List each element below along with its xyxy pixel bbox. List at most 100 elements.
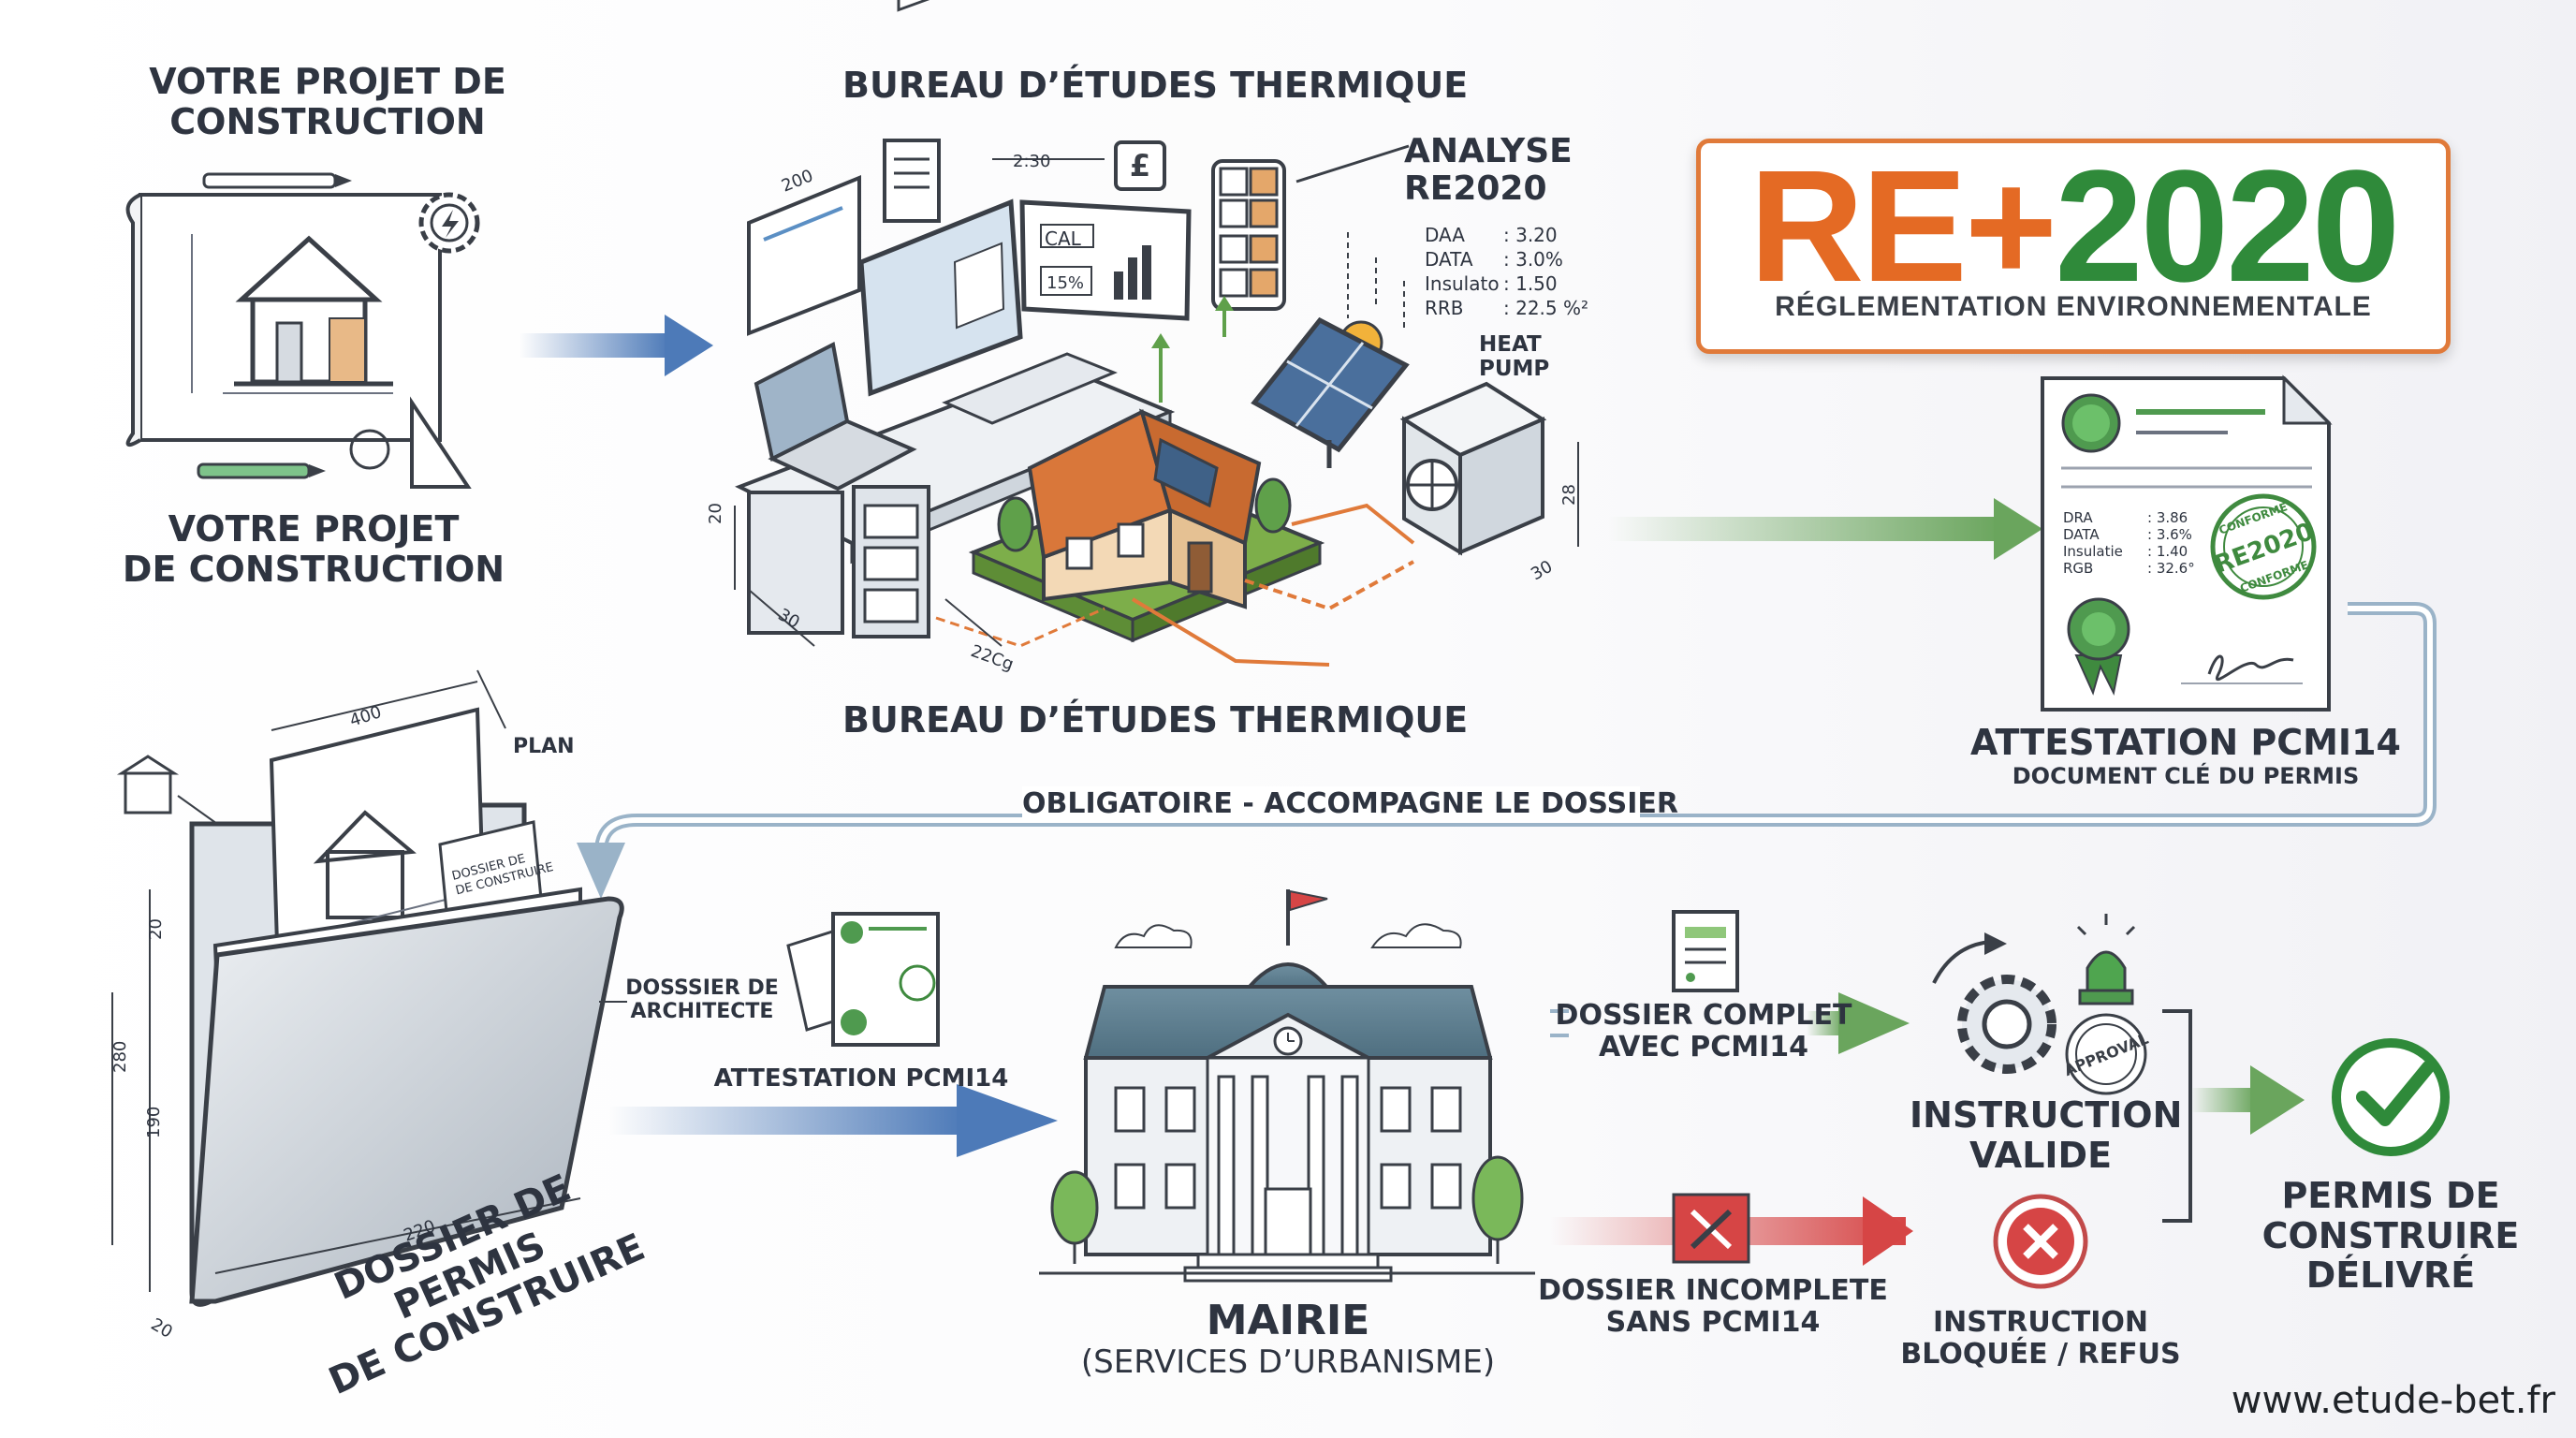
analysis-value-2: : 3.0% (1503, 248, 1563, 271)
connector-label: OBLIGATOIRE - ACCOMPAGNE LE DOSSIER (1022, 786, 1679, 822)
att-value-4: : 32.6° (2147, 560, 2195, 577)
dim-200: 200 (779, 166, 816, 196)
signature-icon (2181, 654, 2303, 684)
screen-cal: CAL (1045, 227, 1082, 250)
document-icon (883, 139, 941, 223)
small-house-icon (116, 755, 218, 825)
att-value-2: : 3.6% (2147, 526, 2192, 543)
branch-incomplete (1550, 1193, 1913, 1266)
analysis-values: DAA : 3.20 DATA : 3.0% Insulato : 1.50 R… (1425, 224, 1588, 319)
dim-20-bottom: 20 (148, 1314, 176, 1343)
bureau-title: BUREAU D’ÉTUDES THERMIQUE (842, 65, 1469, 106)
plan-label: PLAN (513, 735, 575, 758)
valid-label: INSTRUCTION VALIDE (1910, 1094, 2183, 1176)
ribbon-medal-icon (2067, 597, 2130, 697)
footer-url[interactable]: www.etude-bet.fr (2231, 1379, 2555, 1422)
blocked-label: INSTRUCTION BLOQUÉE / REFUS (1900, 1306, 2181, 1371)
refusal-icon (1993, 1194, 2088, 1289)
mairie-building (1039, 889, 1535, 1283)
project-caption: VOTRE PROJET DE CONSTRUCTION (122, 508, 505, 590)
attestation-document (2041, 374, 2333, 712)
analysis-key-1: DAA (1425, 224, 1465, 246)
dim-28: 28 (1559, 484, 1579, 506)
tree-icon-left (1050, 1170, 1099, 1264)
dim-400: 400 (347, 702, 384, 731)
alarm-light-icon (2076, 914, 2136, 1005)
att-key-3: Insulatie (2063, 543, 2123, 560)
complete-label: DOSSIER COMPLET AVEC PCMI14 (1555, 999, 1852, 1064)
dim-22cg: 22Cg (968, 641, 1016, 675)
analysis-value-4: : 22.5 %² (1503, 297, 1588, 319)
dim-280: 280 (110, 1041, 130, 1073)
architect-label: DOSSSIER DE ARCHITECTE (625, 976, 779, 1023)
green-pencil-icon (197, 462, 326, 479)
clock-icon (1273, 1026, 1303, 1056)
heat-pump-label: HEAT PUMP (1479, 332, 1550, 381)
merge-bracket (2162, 1009, 2305, 1223)
chart-monitor-icon (1019, 199, 1192, 321)
mairie-title: MAIRIE (1206, 1297, 1370, 1344)
pound-icon: £ (1114, 140, 1166, 191)
windows-left (1114, 1086, 1196, 1210)
attestation-title: ATTESTATION PCMI14 (1970, 722, 2401, 763)
analysis-key-3: Insulato (1425, 272, 1500, 295)
att-key-2: DATA (2063, 526, 2100, 543)
house-drawing-icon (234, 235, 393, 387)
error-document-icon (1672, 1193, 1750, 1264)
year-part: 2020 (2055, 138, 2400, 315)
att-key-4: RGB (2063, 560, 2093, 577)
re2020-logo-text: RE+2020 (1701, 147, 2446, 306)
attestation-small-label: ATTESTATION PCMI14 (713, 1064, 1009, 1093)
laptop-icon (754, 341, 917, 492)
analysis-key-2: DATA (1425, 248, 1473, 271)
permit-label: PERMIS DE CONSTRUIRE DÉLIVRÉ (2261, 1175, 2520, 1297)
tree-icon-right (1471, 1155, 1524, 1264)
calculator-icon (1211, 159, 1286, 311)
green-seal-icon (2061, 393, 2121, 453)
gear-lightning-icon (418, 192, 480, 254)
analysis-key-4: RRB (1425, 297, 1464, 319)
pencil-icon (202, 172, 352, 189)
heat-pump-icon (1399, 381, 1547, 556)
gear-icon (1957, 975, 2056, 1074)
blueprint-illustration (125, 172, 480, 489)
eco-house-icon (968, 408, 1325, 643)
attestation-subtitle: DOCUMENT CLÉ DU PERMIS (2012, 763, 2360, 789)
attestation-mini-document (786, 912, 940, 1047)
dossier-folder (111, 669, 627, 1307)
re2020-subtitle: RÉGLEMENTATION ENVIRONNEMENTALE (1775, 291, 2372, 322)
mairie-subtitle: (SERVICES D’URBANISME) (1080, 1343, 1496, 1381)
re-part: RE+ (1749, 138, 2057, 315)
conforme-stamp-icon (2210, 493, 2317, 600)
analysis-value-3: : 1.50 (1503, 272, 1558, 295)
connector-to-dossier (577, 602, 2437, 899)
bureau-caption: BUREAU D’ÉTUDES THERMIQUE (842, 699, 1469, 741)
re2020-badge: RE+2020 RÉGLEMENTATION ENVIRONNEMENTALE (1696, 139, 2451, 354)
svg-text:£: £ (1130, 148, 1150, 183)
screen-percent: 15% (1046, 273, 1084, 293)
bureau-illustration: £ (734, 0, 1579, 667)
dim-30b: 30 (1528, 557, 1556, 585)
incomplete-label: DOSSIER INCOMPLETE SANS PCMI14 (1538, 1274, 1888, 1339)
arrow-to-mairie (608, 1084, 1058, 1157)
cloud-icon-2 (1370, 923, 1462, 948)
monitor-icon (858, 0, 1023, 397)
solar-panel-icon (1251, 316, 1410, 468)
branch-complete (1550, 910, 1910, 1054)
arrow-to-bureau (520, 315, 713, 376)
project-title: VOTRE PROJET DE CONSTRUCTION (149, 61, 506, 142)
windows-right (1380, 1086, 1462, 1210)
window-panel-icon (747, 175, 861, 336)
att-key-1: DRA (2063, 509, 2093, 526)
small-note: 2:30 (1013, 152, 1050, 171)
att-value-3: : 1.40 (2147, 543, 2188, 560)
instruction-gears (1932, 914, 2147, 1095)
approval-stamp-icon (2065, 1013, 2147, 1095)
cloud-icon (1114, 924, 1193, 948)
dim-20-doss: 20 (146, 918, 166, 940)
checkmark-circle-icon (2332, 1038, 2450, 1156)
analysis-title: ANALYSE RE2020 (1404, 132, 1573, 209)
dim-190: 190 (144, 1107, 164, 1138)
